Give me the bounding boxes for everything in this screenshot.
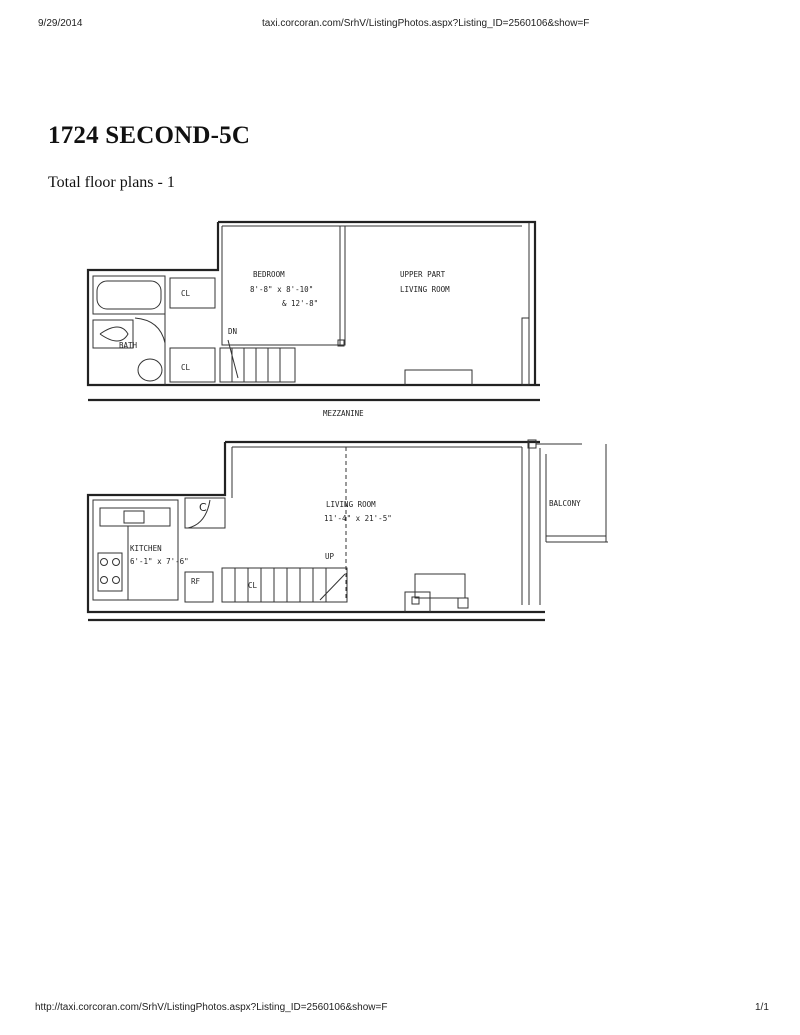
sink: [92, 319, 134, 349]
refrigerator-label: RF: [191, 577, 201, 586]
kitchen-dimensions: 6'-1" x 7'-6": [130, 557, 189, 566]
closet-2: [169, 347, 216, 383]
listing-title: 1724 SECOND-5C: [48, 122, 251, 149]
mezzanine-plan: BEDROOM 8'-8" x 8'-10" & 12'-8" UPPER PA…: [86, 220, 540, 418]
balcony-label: BALCONY: [549, 499, 581, 508]
main-floor-plan: LIVING ROOM 11'-4" x 21'-5" KITCHEN 6'-1…: [86, 439, 608, 622]
up-label: UP: [325, 552, 335, 561]
page-number: 1/1: [755, 1002, 769, 1013]
living-room-label: LIVING ROOM: [326, 500, 376, 509]
mezzanine-top-wall: [218, 220, 537, 385]
header-url: taxi.corcoran.com/SrhV/ListingPhotos.asp…: [262, 18, 590, 29]
upper-living-label-2: LIVING ROOM: [400, 285, 450, 294]
floor-plan-count: Total floor plans - 1: [48, 174, 175, 191]
main-stairs: [221, 567, 348, 603]
bedroom-dimensions-alt: & 12'-8": [282, 299, 318, 308]
closet-1: [169, 277, 216, 309]
bedroom-wall: [221, 226, 346, 346]
mezzanine-outer-wall: [86, 222, 540, 387]
bedroom-dimensions: 8'-8" x 8'-10": [250, 285, 313, 294]
kitchen: [92, 499, 179, 601]
refrigerator: [184, 571, 214, 603]
stair-closet-label: CL: [248, 581, 258, 590]
main-outer-wall: [86, 442, 545, 614]
bath-label: BATH: [119, 341, 138, 350]
mezzanine-caption: MEZZANINE: [323, 409, 364, 418]
closet-label-2: CL: [181, 363, 191, 372]
stove: [97, 552, 123, 592]
coat-closet: [184, 497, 226, 529]
footer-url: http://taxi.corcoran.com/SrhV/ListingPho…: [35, 1002, 388, 1013]
toilet: [137, 358, 163, 382]
upper-living-label: UPPER PART: [400, 270, 446, 279]
down-label: DN: [228, 327, 237, 336]
balcony: [545, 444, 608, 543]
closet-label: C: [199, 501, 207, 514]
print-date: 9/29/2014: [38, 18, 83, 29]
kitchen-sink: [123, 510, 145, 524]
closet-label-1: CL: [181, 289, 191, 298]
living-room-dimensions: 11'-4" x 21'-5": [324, 514, 392, 523]
fireplace: [414, 573, 466, 599]
kitchen-label: KITCHEN: [130, 544, 162, 553]
mezzanine-stairs: [219, 339, 296, 383]
bedroom-label: BEDROOM: [253, 270, 285, 279]
